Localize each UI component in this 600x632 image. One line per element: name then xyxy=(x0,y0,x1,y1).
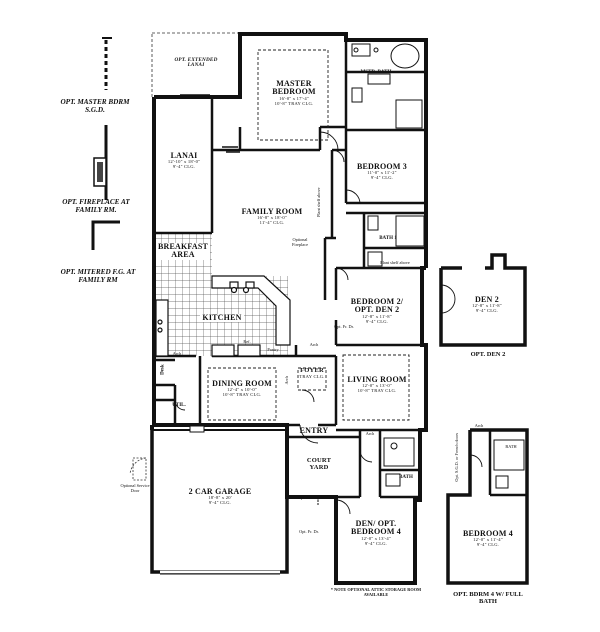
den-name: DEN/ OPT. BEDROOM 4 xyxy=(350,519,402,537)
opt-french-door-label-2: Opt. Fr. Dr. xyxy=(299,529,319,534)
family-room-size: 16'-8" x 18'-0" xyxy=(257,215,287,221)
opt-extended-lanai-label: OPT. EXTENDED LANAI xyxy=(174,57,218,69)
kitchen-tile-floor xyxy=(156,233,288,356)
dining-room-name: DINING ROOM xyxy=(212,379,272,388)
bedroom3-label: BEDROOM 3 11'-0" x 11'-2" 9'-4" CLG. xyxy=(354,162,410,181)
bedroom3-ceiling: 9'-4" CLG. xyxy=(370,175,394,181)
lanai-size: 12'-10" x 18'-0" xyxy=(167,159,201,165)
lanai-ceiling: 9'-4" CLG. xyxy=(172,164,196,170)
master-bath-label: MSTR. BATH xyxy=(360,70,392,75)
bdrm4-arch-label: Arch xyxy=(474,423,484,428)
bedroom2-label: BEDROOM 2/ OPT. DEN 2 12'-8" x 11'-8" 9'… xyxy=(346,297,408,324)
den2-size: 12'-8" x 11'-8" xyxy=(472,303,502,309)
opt-service-door-label: Optional Service Door xyxy=(120,483,150,493)
family-room-name: FAMILY ROOM xyxy=(241,207,303,216)
opt-den2-plan xyxy=(439,253,527,347)
arch-label-4: Arch xyxy=(365,431,375,436)
plant-shelf-label-1: Plant shelf above xyxy=(315,187,321,218)
living-room-name: LIVING ROOM xyxy=(347,375,407,384)
lanai-name: LANAI xyxy=(170,151,198,160)
dining-room-size: 12'-4" x 10'-0" xyxy=(227,387,257,393)
desk-label: Desk xyxy=(160,364,166,375)
opt-mitered-note: OPT. MITERED F.G. AT FAMILY RM xyxy=(60,268,136,285)
bdrm4-size: 12'-0" x 11'-4" xyxy=(473,537,503,543)
opt-fireplace-sketch xyxy=(93,125,108,200)
bedroom2-size: 12'-8" x 11'-8" xyxy=(362,313,392,319)
arch-label-1: Arch xyxy=(172,351,182,356)
den-size: 12'-0" x 13'-4" xyxy=(361,535,391,541)
garage-step xyxy=(189,425,205,433)
door-swings xyxy=(174,131,373,515)
foyer-ceiling: TRAY CLG. xyxy=(299,373,325,379)
plant-shelf-label-2: Plant shelf above xyxy=(380,260,410,265)
kitchen-label: KITCHEN xyxy=(200,313,244,323)
master-bedroom-name: MASTER BEDROOM xyxy=(272,79,316,97)
dining-room-label: DINING ROOM 12'-4" x 10'-0" 10'-8" TRAY … xyxy=(206,379,278,398)
den2-label: DEN 2 12'-8" x 11'-8" 9'-4" CLG. xyxy=(462,295,512,314)
living-room-label: LIVING ROOM 12'-0" x 13'-0" 10'-8" TRAY … xyxy=(344,375,410,394)
bdrm4-name: BEDROOM 4 xyxy=(462,529,514,538)
bath-label: BATH xyxy=(399,475,413,480)
master-bath-fixtures xyxy=(351,43,423,129)
den2-name: DEN 2 xyxy=(475,295,499,304)
sliding-doors xyxy=(180,94,240,153)
bdrm4-label: BEDROOM 4 12'-0" x 11'-4" 9'-4" CLG. xyxy=(456,529,520,548)
master-bedroom-size: 16'-0" x 17'-4" xyxy=(279,95,309,101)
opt-master-sgd-sketch xyxy=(102,37,112,90)
bdrm4-bath-label: BATH xyxy=(505,444,517,449)
interior-walls xyxy=(154,40,426,499)
breakfast-area-label: BREAKFAST AREA xyxy=(156,242,210,260)
opt-mitered-sketch xyxy=(91,220,120,250)
pantry-label: Pantry xyxy=(267,347,279,352)
den-label: DEN/ OPT. BEDROOM 4 12'-0" x 13'-4" 9'-4… xyxy=(340,519,412,546)
garage-ceiling: 9'-4" CLG. xyxy=(208,500,232,506)
ref-label: Ref. xyxy=(243,339,251,344)
master-bedroom-ceiling: 10'-8" TRAY CLG. xyxy=(274,100,314,106)
dining-room-ceiling: 10'-8" TRAY CLG. xyxy=(222,392,262,398)
bdrm4-ceiling: 9'-4" CLG. xyxy=(476,542,500,548)
opt-fireplace-note: OPT. FIREPLACE AT FAMILY RM. xyxy=(62,198,130,215)
foyer-label: FOYER TRAY CLG. xyxy=(296,367,328,380)
entry-label: ENTRY xyxy=(299,426,329,435)
arch-label-3: Arch xyxy=(283,375,289,385)
family-room-label: FAMILY ROOM 16'-8" x 18'-0" 11'-4" CLG. xyxy=(240,207,304,226)
opt-den2-caption: OPT. DEN 2 xyxy=(470,351,506,358)
garage-size: 18'-8" x 20' xyxy=(208,495,232,501)
util-label: UTIL. xyxy=(172,403,186,408)
den-ceiling: 9'-4" CLG. xyxy=(364,540,388,546)
kitchen-counters xyxy=(155,275,291,357)
tray-ceilings xyxy=(207,49,410,421)
optional-fireplace-label: Optional Fireplace xyxy=(292,237,308,247)
court-yard-label: COURT YARD xyxy=(306,457,332,471)
attic-storage-note: * NOTE OPTIONAL ATTIC STORAGE ROOM AVAIL… xyxy=(330,587,422,597)
opt-bdrm4-caption: OPT. BDRM 4 W/ FULL BATH xyxy=(453,591,523,605)
master-bedroom-label: MASTER BEDROOM 16'-0" x 17'-4" 10'-8" TR… xyxy=(262,79,326,106)
bedroom2-ceiling: 9'-4" CLG. xyxy=(365,318,389,324)
opt-master-sgd-note: OPT. MASTER BDRM S.G.D. xyxy=(60,98,130,115)
bath1-label: BATH 1 xyxy=(379,236,397,241)
living-room-size: 12'-0" x 13'-0" xyxy=(362,383,392,389)
bdrm4-sgd-label: Opt. S.G.D. or French doors xyxy=(453,432,459,482)
opt-service-door xyxy=(129,457,147,481)
den2-ceiling: 9'-4" CLG. xyxy=(475,308,499,314)
garage-name: 2 CAR GARAGE xyxy=(188,487,252,496)
opt-bdrm4-plan xyxy=(446,428,529,585)
living-room-ceiling: 10'-8" TRAY CLG. xyxy=(357,388,397,394)
opt-french-door-label: Opt. Fr. Dr. xyxy=(334,324,354,329)
bedroom3-size: 11'-0" x 11'-2" xyxy=(367,170,397,176)
arch-label-2: Arch xyxy=(309,342,319,347)
hall-bath-fixtures xyxy=(383,437,415,487)
family-room-ceiling: 11'-4" CLG. xyxy=(259,220,285,226)
bath1-fixtures xyxy=(367,215,425,267)
garage-label: 2 CAR GARAGE 18'-8" x 20' 9'-4" CLG. xyxy=(180,487,260,506)
opt-metal-gate-label: Opt. metal gate xyxy=(297,495,325,500)
bedroom2-name: BEDROOM 2/ OPT. DEN 2 xyxy=(350,297,404,315)
bedroom3-name: BEDROOM 3 xyxy=(356,162,408,171)
foyer-name: FOYER xyxy=(300,367,324,374)
lanai-label: LANAI 12'-10" x 18'-0" 9'-4" CLG. xyxy=(164,151,204,170)
